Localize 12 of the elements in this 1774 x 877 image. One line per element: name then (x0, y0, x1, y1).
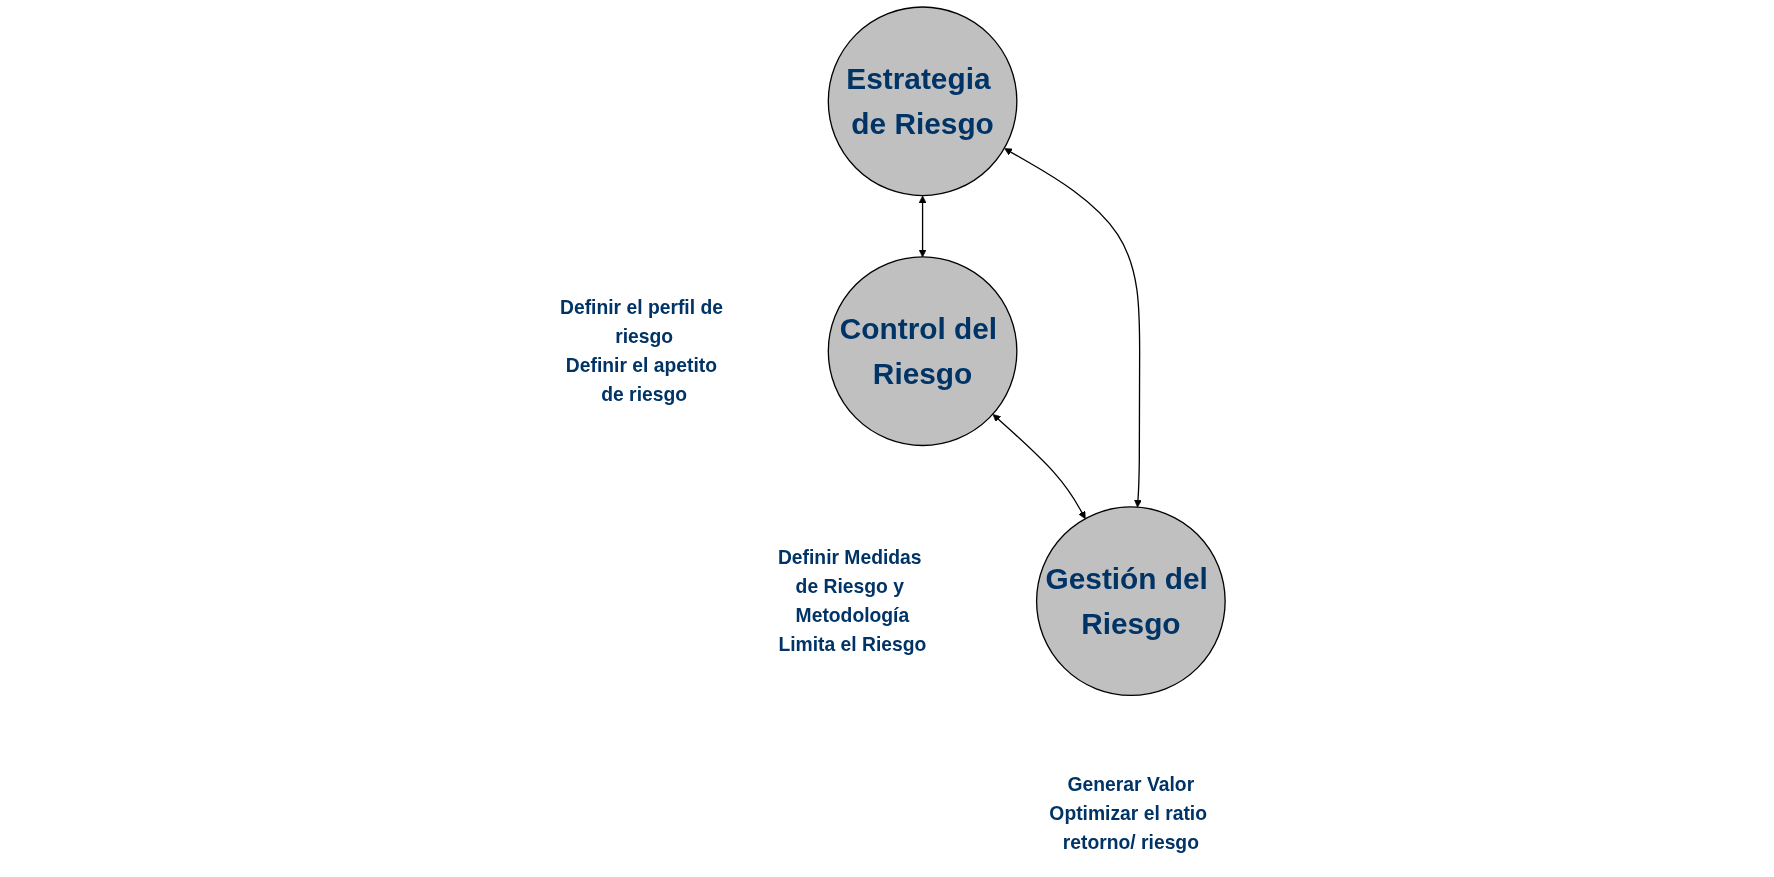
arrow (992, 414, 1086, 519)
node-circle: Estrategia de Riesgo (827, 6, 1017, 197)
arrow (918, 195, 926, 258)
node-label: Optimizar el ratio retorno/ riesgo (1048, 802, 1207, 854)
node-circle: Gestión del Riesgo (1035, 506, 1226, 697)
node-label: Definir Medidas de Riesgo y Metodología (777, 546, 922, 627)
node-circle: Control del Riesgo (827, 256, 1017, 447)
node-label: Limita el Riesgo (777, 633, 926, 656)
arrow (1003, 148, 1142, 508)
node-label: Generar Valor (1067, 773, 1194, 796)
node-label: Definir el apetito de riesgo (565, 354, 717, 406)
node-label: Definir el perfil de riesgo (559, 296, 723, 348)
